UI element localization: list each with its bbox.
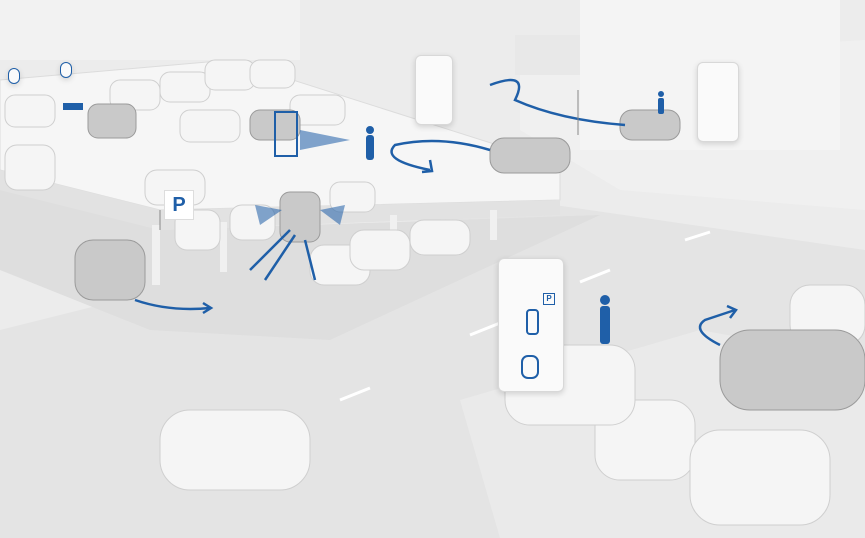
building <box>0 0 300 60</box>
phone-park-app: P <box>498 258 564 392</box>
phone-select-space <box>415 55 453 125</box>
phone-parking-icon: P <box>543 293 555 305</box>
sensor-beams <box>255 130 350 225</box>
lane-markings <box>339 230 711 402</box>
poles <box>159 90 579 230</box>
parking-terminal-icon <box>8 68 20 84</box>
path-arrows <box>134 78 738 347</box>
phone-car-icon <box>526 309 539 335</box>
blue-parking-bay <box>63 103 83 110</box>
people <box>274 91 664 344</box>
parking-sign: P <box>164 190 194 220</box>
active-cars <box>74 103 865 411</box>
touch-hand-icon[interactable] <box>521 355 539 379</box>
deck-edge <box>0 170 560 230</box>
garage <box>515 35 580 75</box>
parking-terminal-icon <box>60 62 72 78</box>
phone-summon-car <box>697 62 739 142</box>
